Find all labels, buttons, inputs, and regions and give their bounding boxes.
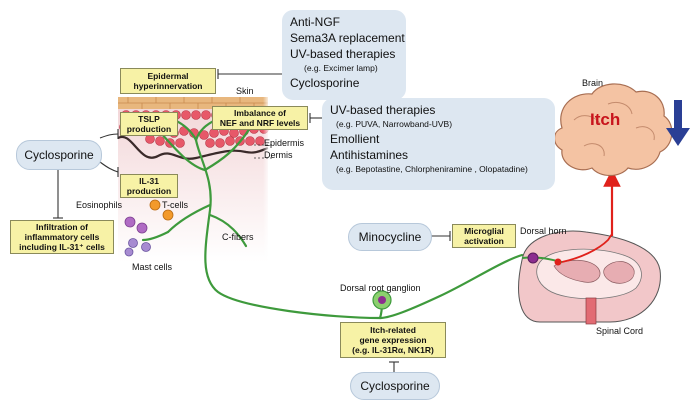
therapy-example: (e.g. PUVA, Narrowband-UVB) xyxy=(336,119,453,129)
therapy-item: Anti-NGF xyxy=(290,15,341,29)
box-line: (e.g. IL-31Rα, NK1R) xyxy=(352,345,434,355)
c-fibers-label: C-fibers xyxy=(222,232,254,242)
microglial-activation-box: Microglial activation xyxy=(452,224,516,248)
box-line: IL-31 xyxy=(139,176,159,186)
dermis-label: Dermis xyxy=(264,150,293,160)
box-line: NEF and NRF levels xyxy=(219,118,301,128)
therapy-item: Antihistamines xyxy=(330,148,409,162)
nef-nrf-imbalance-box: Imbalance of NEF and NRF levels xyxy=(212,106,308,130)
inhibition-arrows xyxy=(53,69,451,372)
decrease-arrow xyxy=(666,100,690,146)
epidermis-label: Epidermis xyxy=(264,138,305,148)
inflammatory-infiltration-box: Infiltration of inflammatory cells inclu… xyxy=(10,220,114,254)
therapy-item: Cyclosporine xyxy=(290,76,360,90)
box-line: Imbalance of xyxy=(234,108,286,118)
box-line: inflammatory cells xyxy=(24,232,100,242)
itch-label: Itch xyxy=(590,110,621,129)
spinal-cord xyxy=(518,230,661,325)
tslp-production-box: TSLP production xyxy=(120,112,178,136)
t-cells-label: T-cells xyxy=(162,200,189,210)
brain-label: Brain xyxy=(582,78,604,88)
therapy-item: Emollient xyxy=(330,132,380,146)
mast-cells-label: Mast cells xyxy=(132,262,173,272)
pill-label: Cyclosporine xyxy=(24,148,94,162)
box-line: Infiltration of xyxy=(36,222,88,232)
dorsal-root-ganglion-graphic xyxy=(372,290,392,310)
skin-label: Skin xyxy=(236,86,254,96)
box-line: activation xyxy=(464,236,504,246)
therapy-item: UV-based therapies xyxy=(330,103,436,117)
c-fiber-nerve xyxy=(141,115,524,320)
spinal-cord-label: Spinal Cord xyxy=(596,326,644,336)
therapy-item: UV-based therapies xyxy=(290,47,396,61)
box-line: Microglial xyxy=(464,226,504,236)
dorsal-root-ganglion-label: Dorsal root ganglion xyxy=(340,283,421,293)
top-therapy-bubble: Anti-NGF Sema3A replacement UV-based the… xyxy=(282,10,406,100)
itch-gene-expression-box: Itch-related gene expression (e.g. IL-31… xyxy=(340,322,446,358)
cyclosporine-left-pill: Cyclosporine xyxy=(16,140,102,170)
cyclosporine-bottom-pill: Cyclosporine xyxy=(350,372,440,400)
brain-graphic xyxy=(553,83,673,177)
il31-production-box: IL-31 production xyxy=(120,174,178,198)
box-line: Epidermal xyxy=(147,71,189,81)
minocycline-pill: Minocycline xyxy=(348,223,432,251)
therapy-item: Sema3A replacement xyxy=(290,31,405,45)
box-line: TSLP xyxy=(138,114,160,124)
dorsal-horn-label: Dorsal horn xyxy=(520,226,567,236)
therapy-example: (e.g. Excimer lamp) xyxy=(304,63,378,73)
box-line: production xyxy=(126,124,172,134)
box-line: gene expression xyxy=(359,335,427,345)
therapy-example: (e.g. Bepotastine, Chlorpheniramine , Ol… xyxy=(336,164,528,174)
box-line: hyperinnervation xyxy=(133,81,203,91)
box-line: Itch-related xyxy=(370,325,416,335)
box-line: production xyxy=(126,186,172,196)
pill-label: Minocycline xyxy=(358,230,422,244)
pill-label: Cyclosporine xyxy=(360,379,430,393)
eosinophils-label: Eosinophils xyxy=(76,200,123,210)
right-therapy-bubble: UV-based therapies (e.g. PUVA, Narrowban… xyxy=(322,98,555,190)
immune-cells xyxy=(124,199,174,257)
box-line: including IL-31⁺ cells xyxy=(19,242,105,252)
epidermal-hyperinnervation-box: Epidermal hyperinnervation xyxy=(120,68,216,94)
